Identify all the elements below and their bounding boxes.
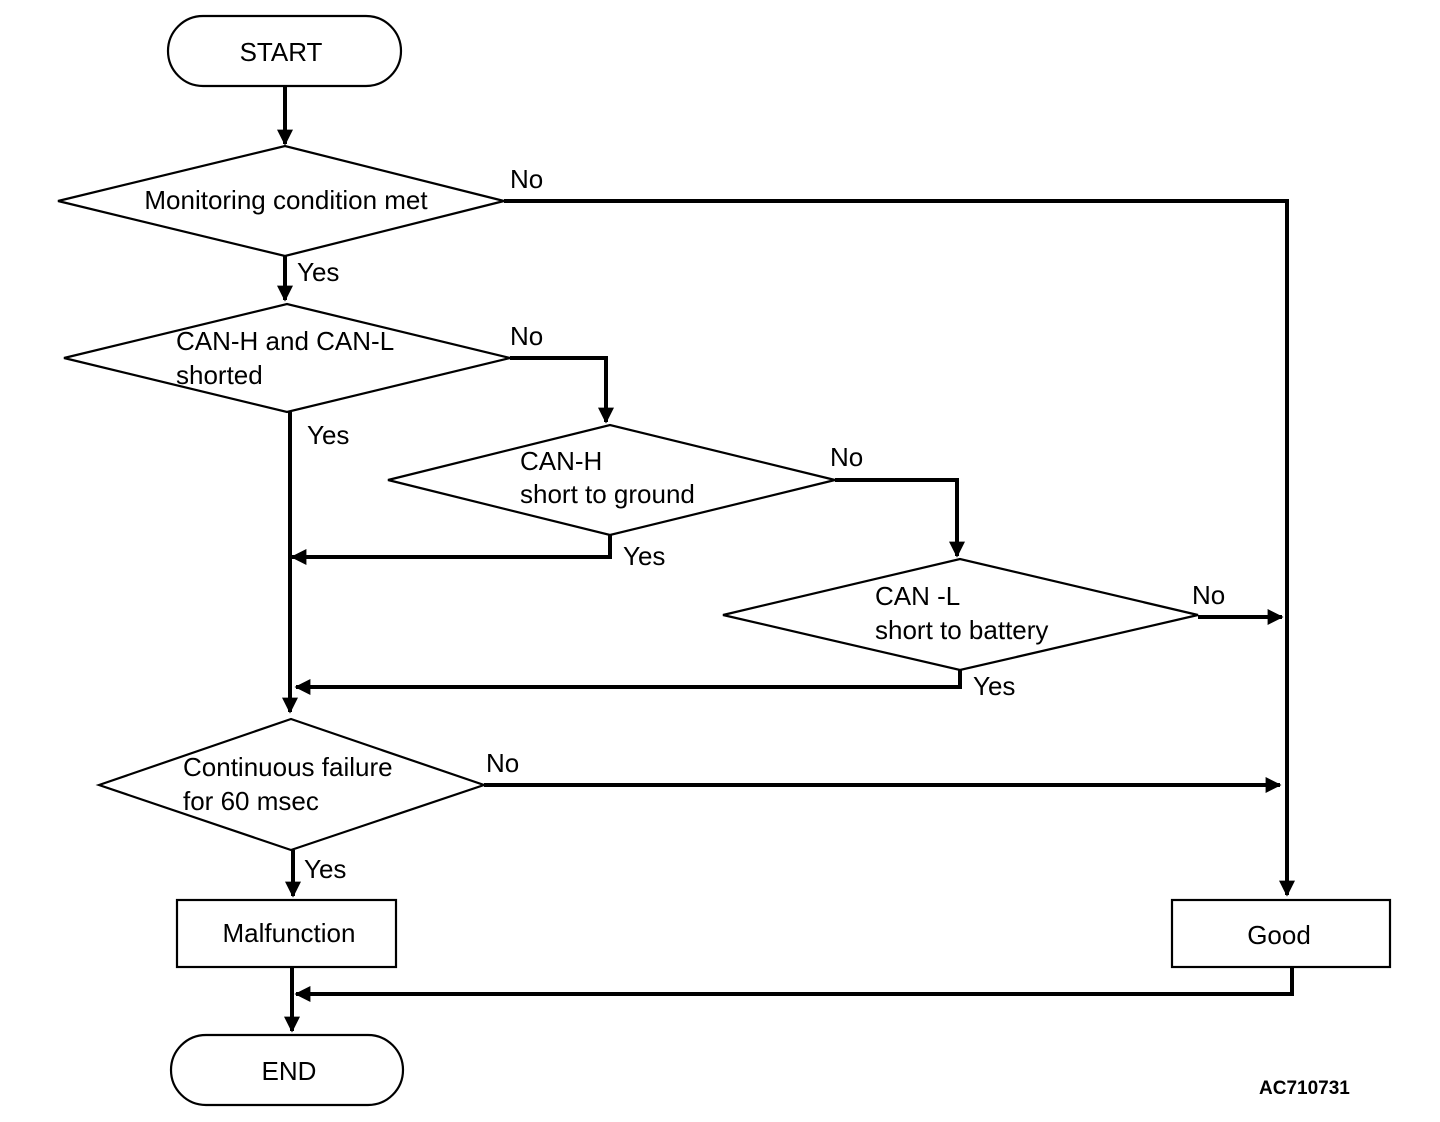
continuous-failure-decision bbox=[95, 717, 488, 852]
can-l-short-battery-decision bbox=[722, 557, 1199, 672]
can-hl-shorted-decision bbox=[63, 302, 511, 414]
label-monitoring-yes: Yes bbox=[297, 257, 339, 287]
label-monitoring-no: No bbox=[510, 164, 543, 194]
end-terminal bbox=[169, 1033, 405, 1107]
malfunction-text: Malfunction bbox=[223, 918, 356, 948]
continuous-text-line1: Continuous failure bbox=[183, 752, 393, 782]
label-canl-no: No bbox=[1192, 580, 1225, 610]
arrow-canh-yes bbox=[290, 535, 612, 565]
label-canl-yes: Yes bbox=[973, 671, 1015, 701]
connectors bbox=[277, 86, 1295, 1033]
can-l-text-line1: CAN -L bbox=[875, 581, 960, 611]
label-canhl-yes: Yes bbox=[307, 420, 349, 450]
label-canh-no: No bbox=[830, 442, 863, 472]
malfunction-box bbox=[175, 898, 398, 969]
can-h-text-line2: short to ground bbox=[520, 479, 695, 509]
continuous-text-line2: for 60 msec bbox=[183, 786, 319, 816]
good-box bbox=[1170, 898, 1392, 969]
label-continuous-yes: Yes bbox=[304, 854, 346, 884]
figure-code: AC710731 bbox=[1259, 1078, 1350, 1099]
can-hl-text-line2: shorted bbox=[176, 360, 263, 390]
can-h-text-line1: CAN-H bbox=[520, 446, 602, 476]
good-text: Good bbox=[1247, 920, 1311, 950]
arrow-canh-no bbox=[835, 478, 965, 558]
label-canhl-no: No bbox=[510, 321, 543, 351]
start-text: START bbox=[240, 37, 323, 67]
arrow-good-to-end bbox=[294, 968, 1294, 1002]
arrow-canhl-no bbox=[510, 356, 614, 424]
arrow-monitoring-no bbox=[504, 199, 1295, 897]
monitoring-text: Monitoring condition met bbox=[144, 185, 428, 215]
monitoring-decision bbox=[57, 144, 505, 258]
can-h-short-ground-decision bbox=[387, 423, 836, 537]
arrow-canl-yes bbox=[294, 670, 962, 695]
can-l-text-line2: short to battery bbox=[875, 615, 1048, 645]
label-continuous-no: No bbox=[486, 748, 519, 778]
start-terminal bbox=[166, 14, 403, 88]
label-canh-yes: Yes bbox=[623, 541, 665, 571]
can-hl-text-line1: CAN-H and CAN-L bbox=[176, 326, 394, 356]
end-text: END bbox=[262, 1056, 317, 1086]
